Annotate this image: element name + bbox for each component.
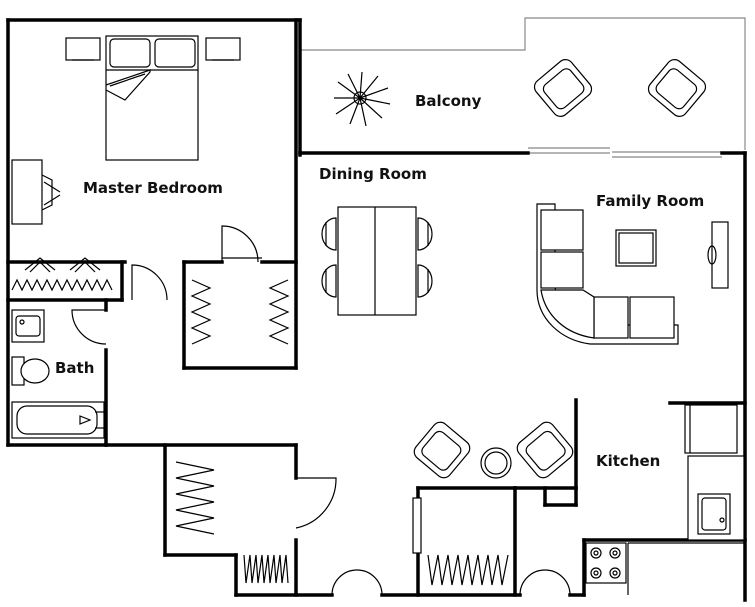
bedroom-door bbox=[131, 264, 168, 301]
walk-in-closet-rods bbox=[190, 279, 290, 345]
utility-door bbox=[519, 569, 571, 596]
coffee-table bbox=[615, 229, 657, 267]
refrigerator bbox=[684, 404, 738, 454]
desk bbox=[11, 159, 61, 225]
label-dining-room: Dining Room bbox=[319, 165, 427, 183]
hall-closet bbox=[412, 497, 509, 586]
entry-door bbox=[331, 569, 383, 596]
tv-console bbox=[707, 221, 729, 289]
label-master-bedroom: Master Bedroom bbox=[83, 179, 223, 197]
bath-door bbox=[71, 309, 107, 345]
nightstand-left bbox=[65, 37, 101, 61]
walls bbox=[6, 18, 747, 602]
lower-closet-door bbox=[295, 477, 337, 529]
balcony-chair-left bbox=[533, 59, 593, 117]
lower-closet-rods bbox=[175, 461, 289, 584]
balcony-chair-right bbox=[647, 59, 707, 117]
bath-sink bbox=[11, 309, 45, 343]
label-family-room: Family Room bbox=[596, 192, 704, 210]
toilet bbox=[11, 356, 50, 386]
sectional-sofa bbox=[536, 203, 679, 345]
lounge-chair-left bbox=[413, 421, 471, 479]
label-balcony: Balcony bbox=[415, 92, 482, 110]
plant bbox=[334, 71, 391, 127]
label-kitchen: Kitchen bbox=[596, 452, 660, 470]
label-bath: Bath bbox=[55, 359, 94, 377]
bathtub bbox=[11, 401, 105, 439]
nightstand-right bbox=[205, 37, 241, 61]
bed bbox=[105, 35, 199, 161]
bedroom-closet-doors bbox=[11, 257, 113, 292]
dining-table bbox=[337, 206, 417, 316]
side-table bbox=[480, 447, 512, 479]
kitchen-sink bbox=[697, 493, 731, 535]
lounge-chair-right bbox=[516, 421, 574, 479]
stove bbox=[585, 542, 627, 584]
dining-chairs bbox=[321, 217, 433, 298]
walk-in-closet-door bbox=[221, 225, 262, 263]
